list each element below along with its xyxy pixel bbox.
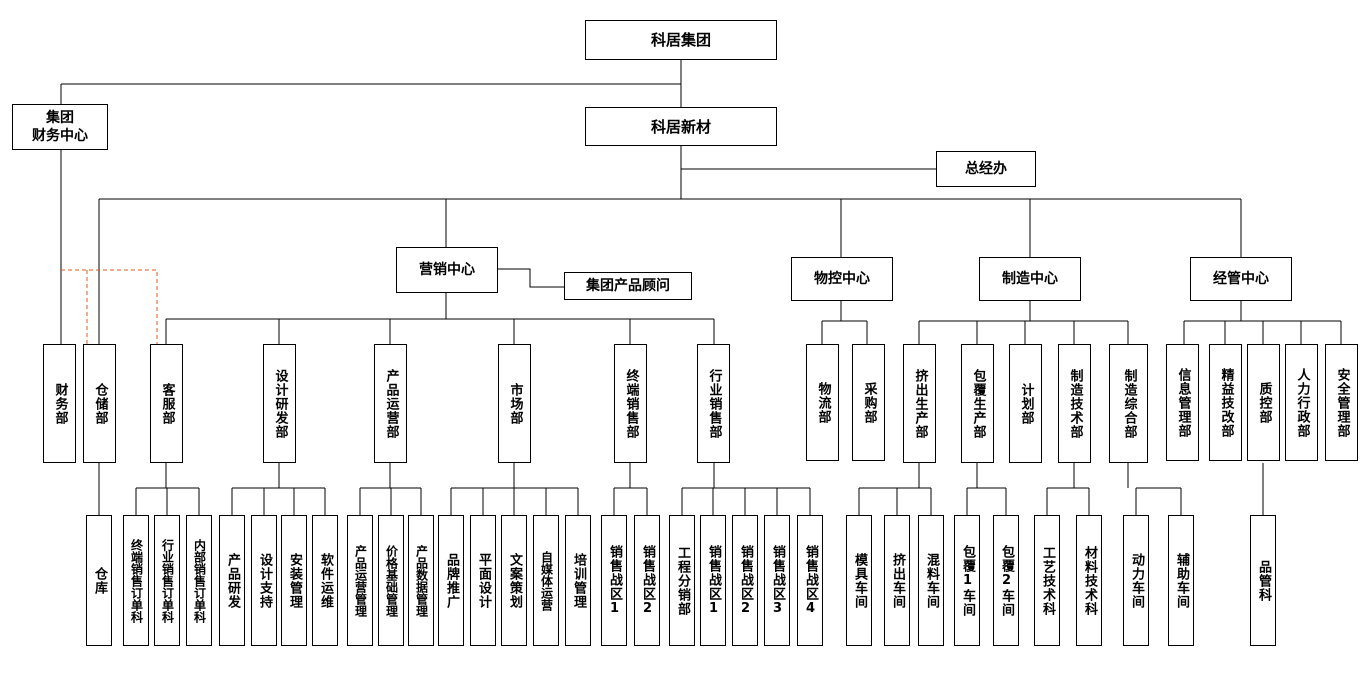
node-software-ops: 软件运维 <box>312 515 338 646</box>
node-sales-zone-1: 销售战区1 <box>601 515 627 646</box>
node-finance-dept: 财务部 <box>43 344 76 463</box>
node-subsidiary: 科居新材 <box>585 107 777 146</box>
node-marketing-center: 营销中心 <box>396 247 498 293</box>
node-ind-zone-4: 销售战区4 <box>797 515 823 646</box>
node-product-ops-mgmt: 产品运营管理 <box>347 515 373 646</box>
node-it-dept: 信息管理部 <box>1166 344 1199 461</box>
node-industry-order: 行业销售订单科 <box>154 515 180 646</box>
node-group: 科居集团 <box>585 20 777 60</box>
node-lean-dept: 精益技改部 <box>1209 344 1242 461</box>
node-graphic: 平面设计 <box>470 515 496 646</box>
node-engineering-sales: 工程分销部 <box>669 515 695 646</box>
node-ind-zone-3: 销售战区3 <box>764 515 790 646</box>
node-price-mgmt: 价格基础管理 <box>378 515 404 646</box>
node-warehouse: 仓库 <box>86 515 112 646</box>
node-quality-dept: 质控部 <box>1247 344 1280 461</box>
node-self-media: 自媒体运营 <box>533 515 559 646</box>
node-extrusion-shop: 挤出车间 <box>884 515 910 646</box>
node-safety-dept: 安全管理部 <box>1325 344 1358 461</box>
node-power-shop: 动力车间 <box>1123 515 1149 646</box>
node-warehouse-dept: 仓储部 <box>83 344 116 463</box>
node-hr-admin-dept: 人力行政部 <box>1285 344 1318 461</box>
node-mfg-general-dept: 制造综合部 <box>1109 344 1148 463</box>
node-product-data: 产品数据管理 <box>408 515 434 646</box>
node-gm-office: 总经办 <box>936 151 1036 187</box>
node-mixing-shop: 混料车间 <box>918 515 944 646</box>
node-coating-shop-1: 包覆1车间 <box>954 515 980 646</box>
node-mould-shop: 模具车间 <box>846 515 872 646</box>
node-purchasing-dept: 采购部 <box>852 344 885 461</box>
node-industry-sales-dept: 行业销售部 <box>697 344 730 463</box>
node-extrusion-dept: 挤出生产部 <box>903 344 936 463</box>
node-product-advisor: 集团产品顾问 <box>564 272 692 300</box>
node-mfg-tech-dept: 制造技术部 <box>1058 344 1091 463</box>
node-terminal-sales-dept: 终端销售部 <box>614 344 647 463</box>
node-internal-order: 内部销售订单科 <box>186 515 212 646</box>
node-ind-zone-2: 销售战区2 <box>732 515 758 646</box>
node-copywriting: 文案策划 <box>501 515 527 646</box>
node-coating-dept: 包覆生产部 <box>961 344 994 463</box>
node-design-rd-dept: 设计研发部 <box>263 344 296 463</box>
node-management-center: 经管中心 <box>1190 257 1292 301</box>
node-training: 培训管理 <box>565 515 591 646</box>
node-customer-service-dept: 客服部 <box>150 344 183 463</box>
node-sales-zone-2: 销售战区2 <box>634 515 660 646</box>
node-qc-section: 品管科 <box>1250 515 1276 646</box>
node-manufacturing-center: 制造中心 <box>979 257 1081 301</box>
node-material-tech: 材料技术科 <box>1076 515 1102 646</box>
node-process-tech: 工艺技术科 <box>1034 515 1060 646</box>
node-terminal-order: 终端销售订单科 <box>123 515 149 646</box>
node-product-ops-dept: 产品运营部 <box>374 344 407 463</box>
node-planning-dept: 计划部 <box>1009 344 1042 463</box>
node-market-dept: 市场部 <box>498 344 531 463</box>
node-group-finance: 集团 财务中心 <box>12 104 108 150</box>
node-product-rd: 产品研发 <box>219 515 245 646</box>
node-ind-zone-1: 销售战区1 <box>700 515 726 646</box>
node-coating-shop-2: 包覆2车间 <box>993 515 1019 646</box>
node-design-support: 设计支持 <box>251 515 277 646</box>
node-logistics-center: 物控中心 <box>791 257 893 301</box>
node-logistics-dept: 物流部 <box>806 344 839 461</box>
node-aux-shop: 辅助车间 <box>1168 515 1194 646</box>
node-install-mgmt: 安装管理 <box>281 515 307 646</box>
node-brand: 品牌推广 <box>438 515 464 646</box>
